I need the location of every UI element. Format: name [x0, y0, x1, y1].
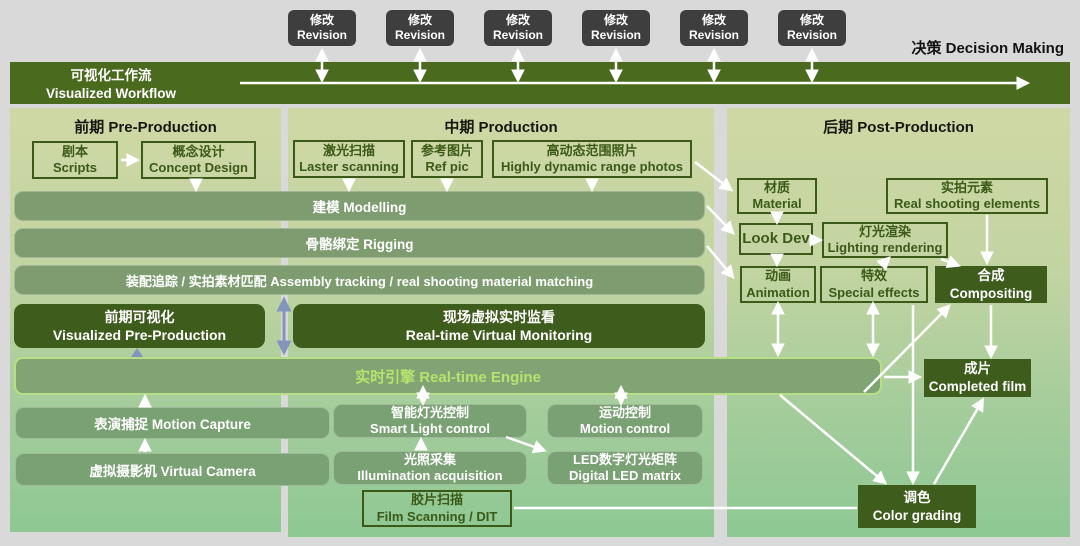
- bar-realtime-engine: 实时引擎 Real-time Engine: [14, 357, 882, 395]
- column-post-production: [727, 108, 1070, 537]
- bar-virtual-camera: 虚拟摄影机 Virtual Camera: [15, 453, 330, 486]
- bar-modelling: 建模 Modelling: [14, 191, 705, 221]
- title-post-production: 后期 Post-Production: [823, 119, 974, 136]
- bar-motion-capture: 表演捕捉 Motion Capture: [15, 407, 330, 439]
- title-pre-production: 前期 Pre-Production: [74, 119, 217, 136]
- title-production: 中期 Production: [444, 119, 558, 136]
- bar-rigging: 骨骼绑定 Rigging: [14, 228, 705, 258]
- node-look-dev: Look Dev: [739, 223, 813, 255]
- decision-making-label: 决策 Decision Making: [911, 40, 1064, 57]
- bar-assembly-tracking: 装配追踪 / 实拍素材匹配 Assembly tracking / real s…: [14, 265, 705, 295]
- visualized-workflow-label: 可视化工作流 Visualized Workflow: [45, 68, 177, 101]
